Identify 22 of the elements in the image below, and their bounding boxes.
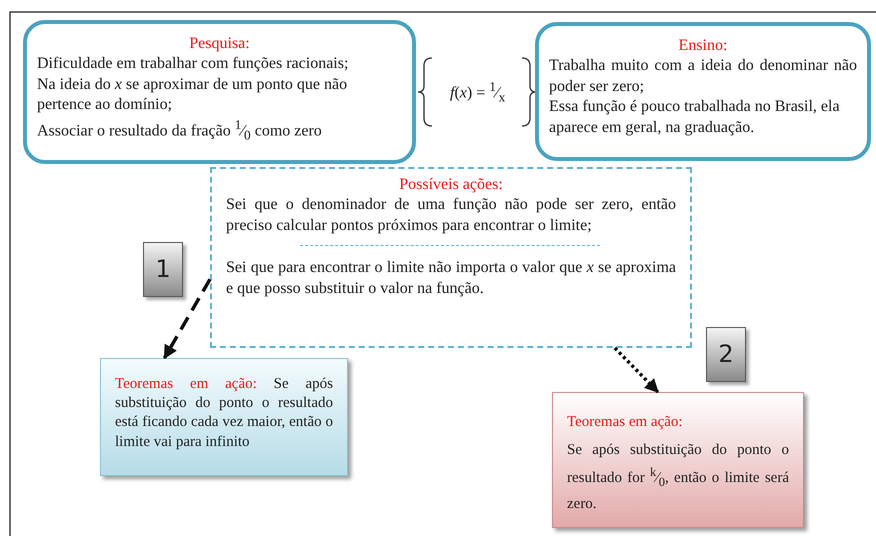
research-box xyxy=(23,20,416,164)
teaching-box xyxy=(535,22,871,161)
number-badge: 2 xyxy=(706,327,746,382)
body-text: Sei que para encontrar o limite não importa o valor que x se aproxima e que posso substituir o valor na função. xyxy=(226,258,676,299)
section-heading: Teoremas em ação: xyxy=(567,413,684,432)
body-text: Dificuldade em trabalhar com funções racionais; xyxy=(37,54,350,74)
section-heading: Ensino: xyxy=(678,36,728,56)
theorem-card xyxy=(552,392,804,528)
formula: f(x) = $^{1}$⁄$_{x}$ xyxy=(450,78,506,106)
number-badge: 1 xyxy=(143,242,183,297)
section-heading: Pesquisa: xyxy=(188,34,251,54)
body-text: Sei que o denominador de uma função não pode ser zero, então preciso calcular pontos próximos para encontrar o limite; xyxy=(226,195,676,236)
body-text: Se após substituição do ponto o resultado for $^{k}$⁄$_{0}$, então o limite será zero. xyxy=(567,441,789,514)
body-text: Essa função é pouco trabalhada no Brasil, ela aparece em geral, na graduação. xyxy=(549,97,841,138)
arrow xyxy=(614,346,660,394)
actions-box xyxy=(210,167,692,348)
section-heading: Possíveis ações: xyxy=(398,175,504,195)
body-text: Associar o resultado da fração $^{1}$⁄$_{0}$ como zero xyxy=(37,116,323,144)
theorem-text: Teoremas em ação: Se após substituição do ponto o resultado está ficando cada vez maior, então o limite vai para infinito xyxy=(115,375,333,452)
body-text: Trabalha muito com a ideia do denominar não poder ser zero; xyxy=(549,56,857,97)
body-text: Na ideia do x se aproximar de um ponto que não pertence ao domínio; xyxy=(37,74,348,116)
theorem-card xyxy=(100,358,348,476)
